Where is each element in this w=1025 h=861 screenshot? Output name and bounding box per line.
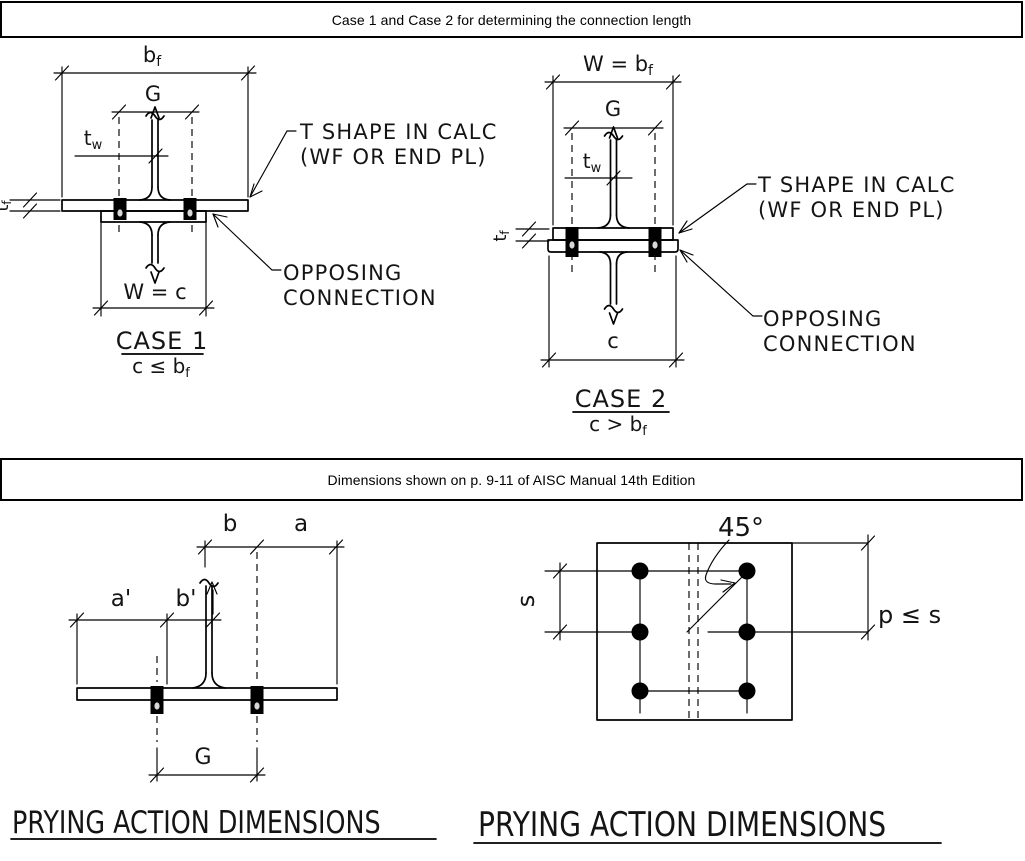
prying-bprime-label: b' bbox=[176, 586, 197, 612]
case1-tshape-label-1: T SHAPE IN CALC bbox=[299, 120, 498, 144]
p-dimension: p ≤ s bbox=[860, 534, 941, 641]
s-label: s bbox=[512, 595, 540, 608]
p-label: p ≤ s bbox=[878, 601, 941, 629]
prying-action-drawing: b a a' b' bbox=[10, 511, 942, 845]
case1-tf-dimension: tf bbox=[0, 192, 61, 219]
prying-b-a-dimension: b a bbox=[196, 511, 345, 685]
s-dimension: s bbox=[512, 562, 568, 641]
prying-tee bbox=[76, 578, 338, 701]
prying-b-label: b bbox=[223, 511, 238, 537]
case1-opposing-tee bbox=[100, 210, 207, 284]
angle-45-leader: 45° bbox=[704, 513, 764, 593]
case1-tf-label: tf bbox=[0, 200, 14, 212]
case2-tshape-leader: T SHAPE IN CALC (WF OR END PL) bbox=[678, 173, 956, 234]
prying-g-dimension: G bbox=[148, 745, 266, 783]
case1-opposing-label-1: OPPOSING bbox=[283, 261, 403, 285]
case2-tshape-label-2: (WF OR END PL) bbox=[758, 198, 945, 222]
middle-header-text: Dimensions shown on p. 9-11 of AISC Manu… bbox=[327, 471, 696, 488]
case2-opposing-label-1: OPPOSING bbox=[763, 307, 883, 331]
case2-condition: c > bf bbox=[589, 412, 647, 439]
case1-diagram: bf G tw tf bbox=[0, 43, 498, 381]
prying-right-diagram: s p ≤ s 45° bbox=[473, 513, 942, 845]
prying-bolts bbox=[150, 686, 264, 714]
case2-tf-dimension: tf bbox=[490, 221, 550, 249]
case2-opposing-label-2: CONNECTION bbox=[763, 332, 917, 356]
case2-wbf-label: W = bf bbox=[583, 52, 654, 79]
case2-tf-label: tf bbox=[490, 230, 512, 242]
prying-bolt-centerlines bbox=[156, 552, 258, 742]
case2-opposing-leader: OPPOSING CONNECTION bbox=[679, 249, 917, 356]
prying-g-label: G bbox=[194, 745, 211, 770]
bolt-pattern-lines bbox=[544, 542, 869, 714]
case1-tshape-label-2: (WF OR END PL) bbox=[300, 145, 487, 169]
case2-title: CASE 2 bbox=[575, 385, 667, 413]
case2-opposing-tee bbox=[547, 239, 679, 325]
case1-g-label: G bbox=[145, 82, 161, 106]
case2-c-dimension: c bbox=[540, 255, 685, 368]
prying-aprime-label: a' bbox=[111, 586, 131, 612]
case2-tw-label: tw bbox=[583, 149, 602, 176]
case1-bolts bbox=[113, 198, 197, 220]
prying-aprime-bprime-dimension: a' b' bbox=[68, 581, 222, 685]
prying-left-diagram: b a a' b' bbox=[10, 511, 437, 841]
case1-title: CASE 1 bbox=[116, 327, 208, 355]
case1-opposing-label-2: CONNECTION bbox=[283, 286, 437, 310]
web-centerlines bbox=[688, 543, 699, 720]
case1-w-dimension: W = c bbox=[92, 215, 215, 317]
top-header-text: Case 1 and Case 2 for determining the co… bbox=[331, 11, 692, 28]
case2-g-label: G bbox=[605, 97, 621, 121]
case2-bolts bbox=[565, 227, 662, 257]
angle-45-label: 45° bbox=[718, 513, 764, 543]
case1-tw-dimension: tw bbox=[74, 126, 169, 164]
connection-length-drawing: bf G tw tf bbox=[0, 43, 956, 439]
middle-header-box: Dimensions shown on p. 9-11 of AISC Manu… bbox=[0, 458, 1023, 501]
case2-diagram: W = bf G tw tf bbox=[490, 52, 956, 439]
case1-w-label: W = c bbox=[123, 280, 186, 304]
prying-right-title: PRYING ACTION DIMENSIONS bbox=[478, 806, 886, 845]
case1-bf-label: bf bbox=[143, 43, 162, 70]
case1-tw-label: tw bbox=[84, 126, 103, 153]
case2-tw-dimension: tw bbox=[564, 149, 633, 186]
bolt-group bbox=[631, 562, 756, 700]
case1-tshape-leader: T SHAPE IN CALC (WF OR END PL) bbox=[249, 120, 498, 198]
case2-wbf-dimension: W = bf bbox=[544, 52, 682, 226]
case2-c-label: c bbox=[607, 329, 619, 353]
case2-top-tee bbox=[552, 126, 674, 241]
case1-condition: c ≤ bf bbox=[132, 354, 190, 381]
top-header-box: Case 1 and Case 2 for determining the co… bbox=[0, 1, 1023, 38]
prying-left-title: PRYING ACTION DIMENSIONS bbox=[12, 805, 381, 841]
case1-bf-dimension: bf bbox=[53, 43, 257, 198]
case2-tshape-label-1: T SHAPE IN CALC bbox=[757, 173, 956, 197]
case1-opposing-leader: OPPOSING CONNECTION bbox=[212, 213, 437, 310]
case1-top-tee bbox=[61, 106, 249, 212]
prying-a-label: a bbox=[294, 511, 308, 537]
case2-g-dimension: G bbox=[563, 97, 664, 272]
